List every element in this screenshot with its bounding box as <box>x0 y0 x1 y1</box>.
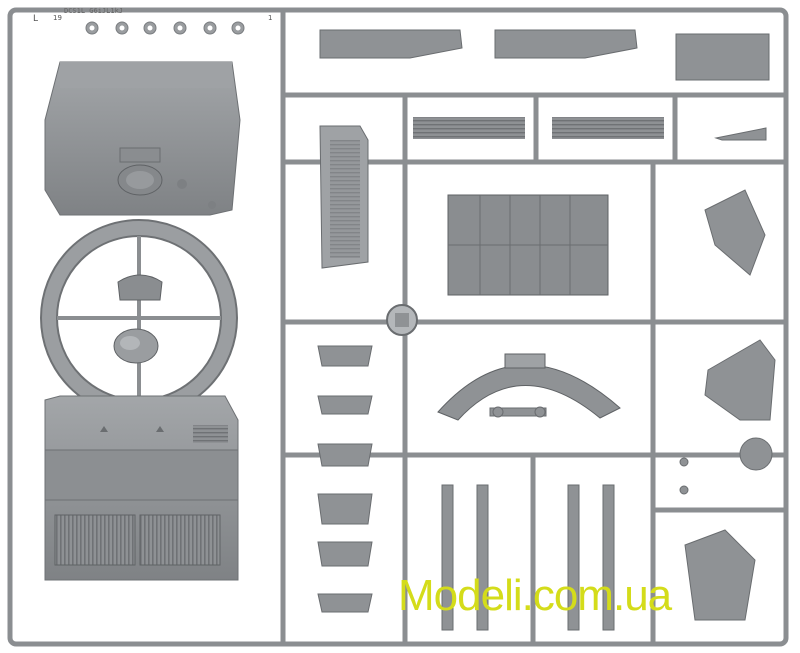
small-fittings <box>489 406 689 495</box>
frame-letter: L <box>33 14 39 24</box>
frame-ring-tags <box>85 21 245 35</box>
bracket-parts <box>684 189 776 621</box>
hull-upper-plate <box>44 61 241 216</box>
sprue-hub <box>386 304 418 336</box>
sprue-code: DCS1L G6iJL1kJ <box>64 7 124 15</box>
mudguard-parts <box>319 29 770 81</box>
watermark: Modeli.com.ua <box>398 571 672 620</box>
curved-fender <box>437 353 621 421</box>
part-number-19: 19 <box>53 14 62 22</box>
turret-ring <box>40 219 238 417</box>
hull-lower-plate <box>44 395 239 581</box>
barrel-rods <box>441 484 615 631</box>
engine-grilles <box>413 117 767 141</box>
part-number-1: 1 <box>268 14 273 22</box>
stowage-boxes <box>317 345 373 613</box>
side-armor-panel <box>319 125 369 269</box>
engine-deck <box>447 194 609 296</box>
